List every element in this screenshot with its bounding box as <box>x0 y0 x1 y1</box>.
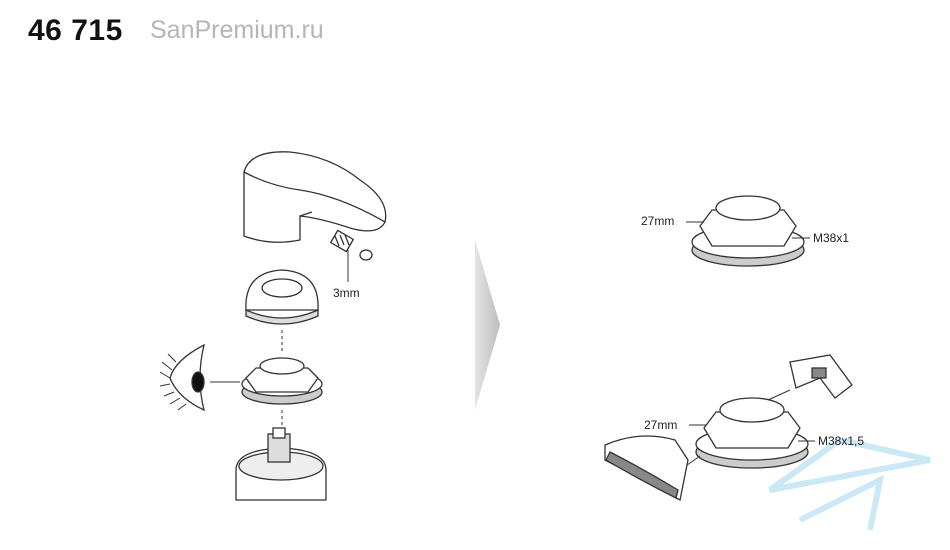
thread-label-bottom: M38x1,5 <box>818 434 865 448</box>
grub-screw <box>329 229 373 282</box>
arrow-next-icon <box>475 240 500 410</box>
screw-size-label: 3mm <box>333 286 360 300</box>
adapter-nut <box>241 357 323 405</box>
nut-m38x1 <box>686 195 810 267</box>
eye-icon <box>159 343 240 412</box>
wrench-size-label-top: 27mm <box>641 214 675 228</box>
lever-handle <box>243 151 387 243</box>
nut-m38x15 <box>604 354 853 501</box>
cartridge <box>235 427 327 501</box>
thread-label-top: M38x1 <box>813 231 850 245</box>
watermark-logo <box>768 436 931 531</box>
watermark-text: SanPremium.ru <box>150 16 324 44</box>
wrench-size-label-bottom: 27mm <box>644 418 678 432</box>
model-number-title: 46 715 <box>28 14 123 47</box>
cover-cap <box>245 269 319 325</box>
